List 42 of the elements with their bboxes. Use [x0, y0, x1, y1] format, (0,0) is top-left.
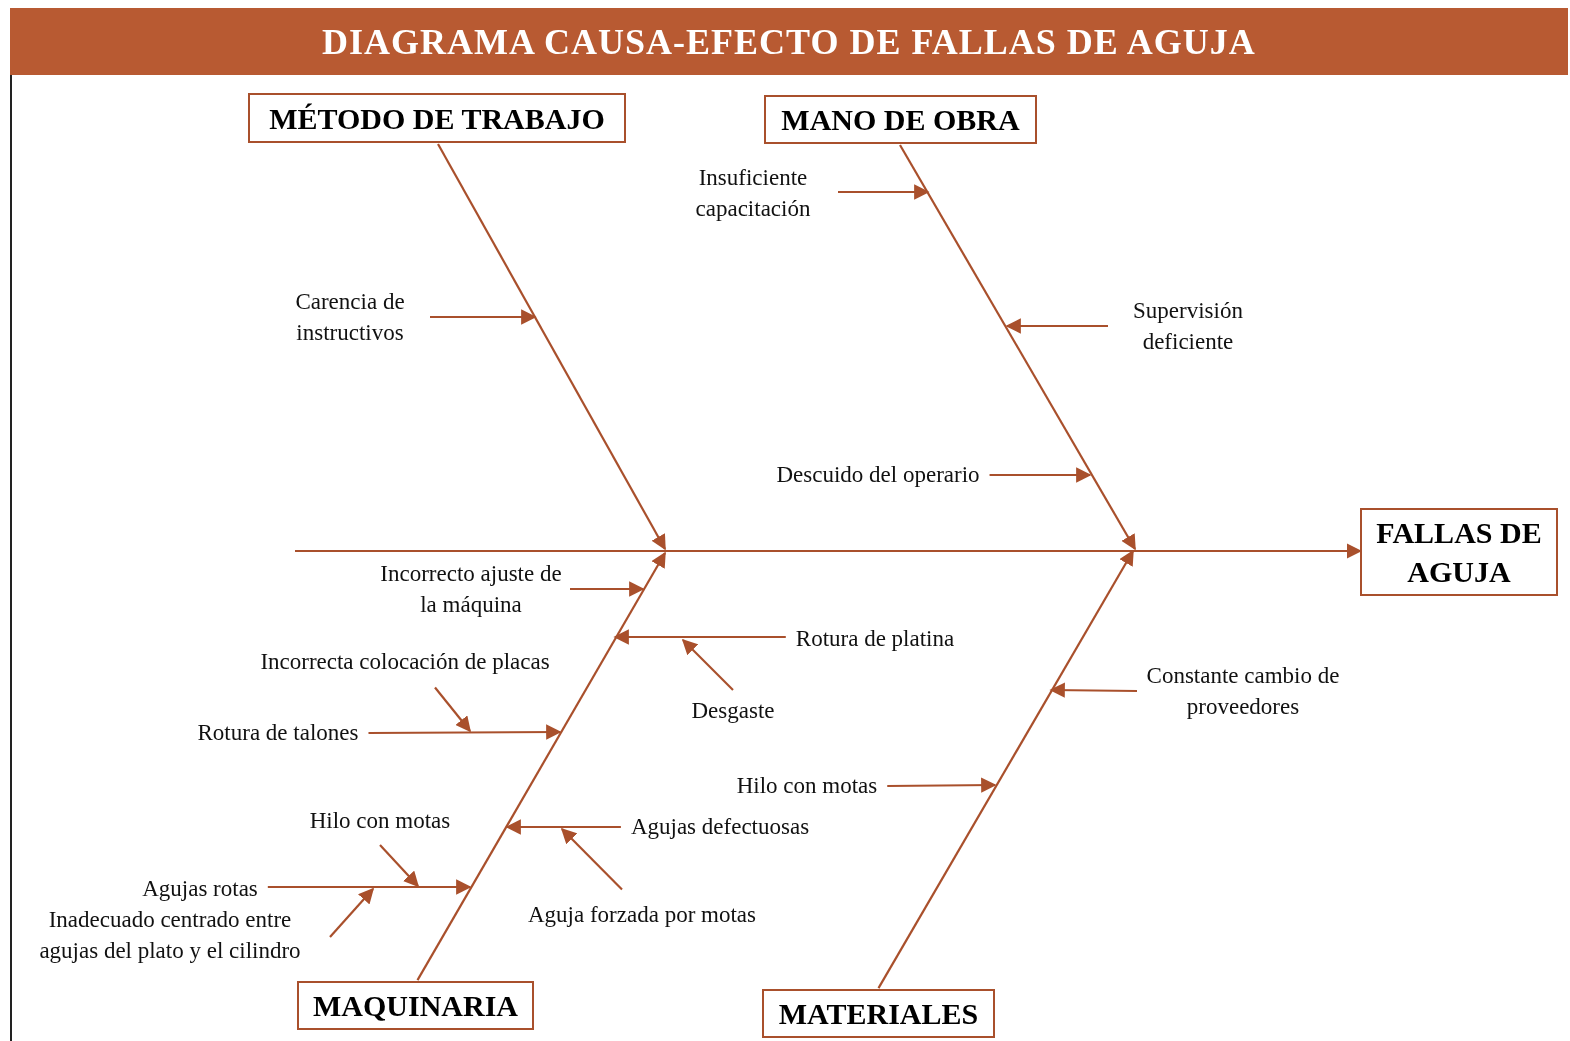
cause-label: Inadecuado centrado entre agujas del plato y el cilindro — [20, 903, 320, 967]
cause-label: Aguja forzada por motas — [528, 899, 756, 931]
title-banner: DIAGRAMA CAUSA-EFECTO DE FALLAS DE AGUJA — [10, 8, 1568, 75]
cause-label: Agujas defectuosas — [630, 811, 810, 843]
arrow — [416, 551, 666, 981]
category-box: MATERIALES — [762, 989, 995, 1038]
cause-label: Desgaste — [691, 695, 775, 727]
category-box: MAQUINARIA — [297, 981, 534, 1030]
cause-label: Incorrecto ajuste de la máquina — [378, 557, 564, 621]
arrow — [1005, 318, 1108, 334]
category-box: MANO DE OBRA — [764, 95, 1037, 144]
arrow — [887, 777, 997, 793]
arrow — [877, 549, 1134, 989]
arrow — [1049, 682, 1137, 698]
arrow — [989, 467, 1092, 483]
cause-label: Carencia de instructivos — [280, 285, 420, 349]
cause-label: Rotura de talones — [197, 717, 359, 749]
arrow — [899, 144, 1136, 551]
cause-label: Insuficiente capacitación — [678, 161, 828, 225]
cause-label: Rotura de platina — [795, 623, 955, 655]
arrow — [570, 581, 645, 597]
arrow — [437, 143, 666, 551]
cause-label: Hilo con motas — [309, 805, 451, 837]
arrow — [613, 629, 786, 645]
arrow — [681, 638, 734, 691]
cause-label: Hilo con motas — [736, 770, 878, 802]
cause-label: Incorrecta colocación de placas — [260, 646, 550, 678]
arrow — [434, 686, 471, 733]
arrow — [368, 724, 562, 740]
effect-box: FALLAS DE AGUJA — [1360, 508, 1558, 596]
arrow — [430, 309, 537, 325]
arrow — [329, 887, 375, 938]
arrow — [560, 827, 623, 891]
category-box: MÉTODO DE TRABAJO — [248, 93, 626, 143]
cause-label: Descuido del operario — [776, 459, 980, 491]
arrow — [505, 819, 621, 835]
cause-label: Supervisión deficiente — [1118, 294, 1258, 358]
cause-label: Agujas rotas — [142, 873, 258, 905]
cause-label: Constante cambio de proveedores — [1145, 659, 1341, 723]
arrow — [267, 879, 472, 895]
arrow — [838, 184, 930, 200]
arrow — [379, 844, 420, 888]
